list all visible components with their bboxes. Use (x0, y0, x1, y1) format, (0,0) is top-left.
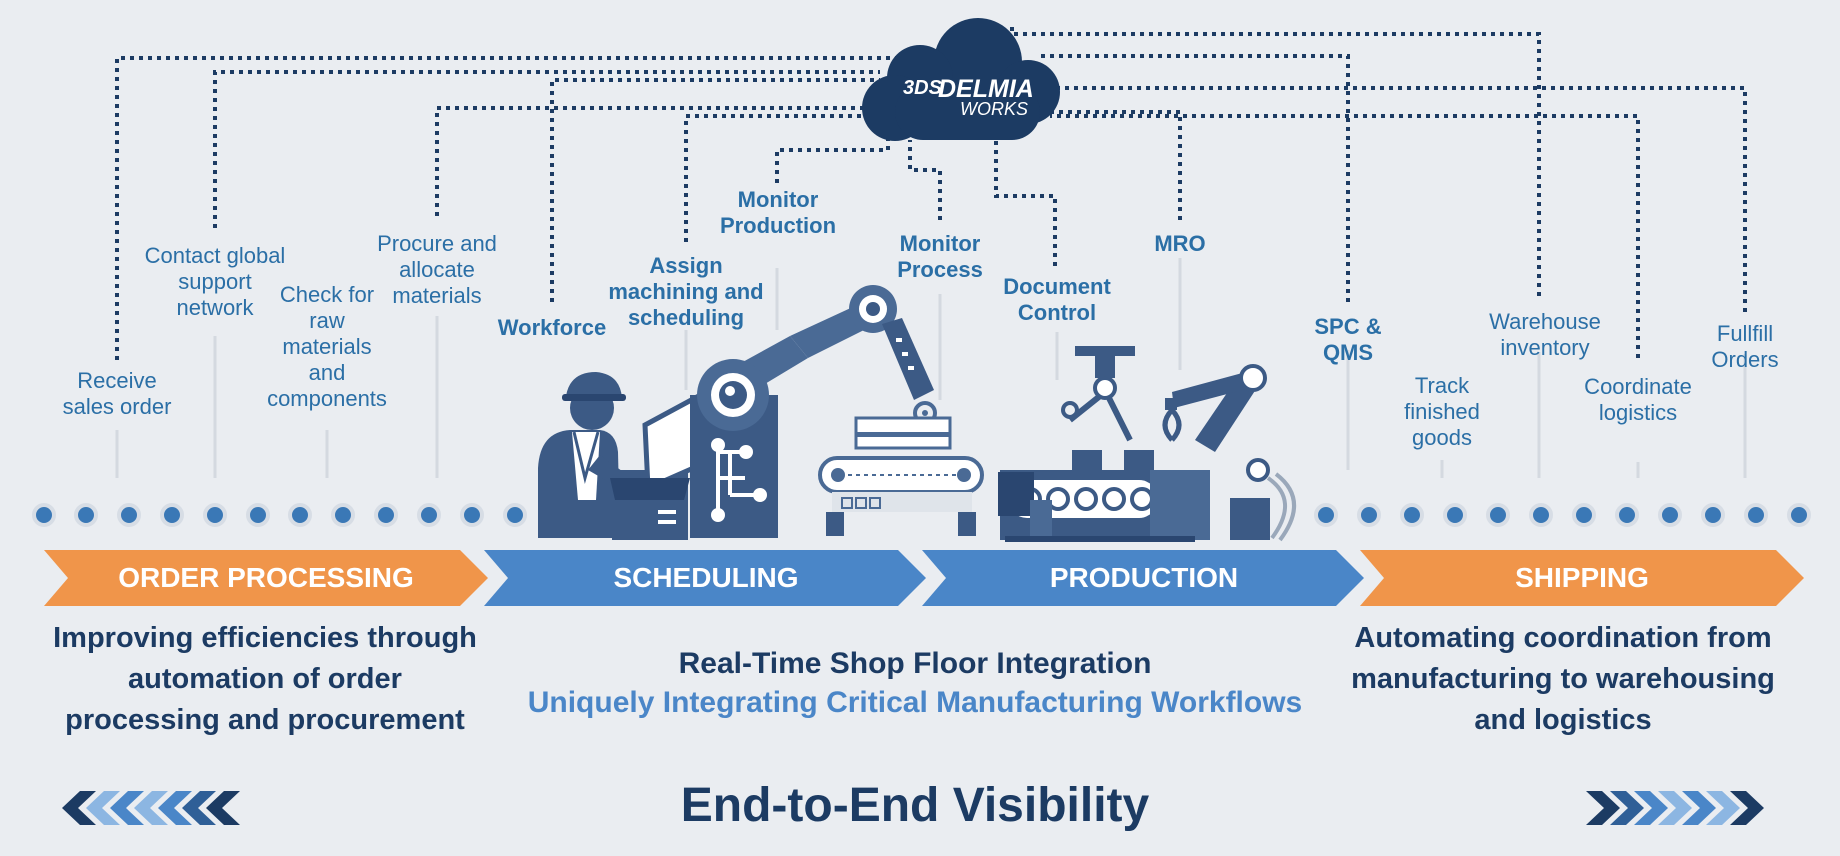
timeline-dot (1615, 503, 1639, 527)
label-monitor-production: Monitor Production (719, 187, 837, 238)
timeline-dot (503, 503, 527, 527)
label-fulfill-orders: Fullfill Orders (1711, 321, 1779, 372)
label-workforce: Workforce (497, 315, 607, 340)
phase-scheduling: SCHEDULING (613, 562, 799, 593)
logo-suffix: WORKS (960, 99, 1028, 119)
timeline-dot (203, 503, 227, 527)
label-track-finished-goods: Track finished goods (1404, 373, 1480, 450)
connector-line (1050, 114, 1640, 358)
timeline-dot (1658, 503, 1682, 527)
phase-shipping: SHIPPING (1515, 562, 1649, 593)
timeline-dot (117, 503, 141, 527)
timeline-dot (74, 503, 98, 527)
label-stems (115, 258, 1747, 478)
cloud-icon: 3DS DELMIA WORKS (862, 18, 1060, 141)
timeline-dot (1314, 503, 1338, 527)
center-subtitle: Uniquely Integrating Critical Manufactur… (527, 686, 1303, 719)
connector-line (684, 114, 890, 242)
connector-line (1050, 86, 1747, 312)
phase-arrows (44, 550, 1804, 606)
phase-arrow-order-processing (44, 550, 488, 606)
phase-arrow-scheduling (484, 550, 926, 606)
phase-production: PRODUCTION (1049, 562, 1239, 593)
timeline-dot (32, 503, 56, 527)
timeline-dot (1744, 503, 1768, 527)
end-to-end-visibility-title: End-to-End Visibility (680, 779, 1150, 832)
timeline-dot (1486, 503, 1510, 527)
timeline-dots (32, 503, 1811, 527)
chevrons-right-icon (1586, 791, 1764, 825)
logo-name: DELMIA (938, 75, 1034, 103)
cloud-connectors (115, 24, 1747, 360)
label-receive-sales-order: Receive sales order (62, 368, 172, 419)
logo-mark: 3DS (903, 77, 943, 99)
chevrons-left-icon (62, 791, 240, 825)
timeline-dot (1572, 503, 1596, 527)
timeline-dot (1529, 503, 1553, 527)
timeline-dot (1443, 503, 1467, 527)
label-check-raw-materials: Check for raw materials and components (267, 282, 387, 411)
production-line-icon (998, 346, 1296, 542)
timeline-dot (1357, 503, 1381, 527)
phase-order-processing: ORDER PROCESSING (118, 562, 414, 593)
robotic-arm-icon (690, 285, 934, 538)
timeline-dot (288, 503, 312, 527)
timeline-dot (331, 503, 355, 527)
timeline-dot (417, 503, 441, 527)
connector-line (1050, 110, 1182, 220)
label-spc-qms: SPC & QMS (1314, 314, 1382, 365)
blurb-order-processing: Improving efficiencies through automatio… (53, 622, 477, 736)
connector-line (908, 140, 942, 220)
worker-icon (538, 372, 648, 538)
connector-line (1040, 54, 1350, 302)
timeline-dot (374, 503, 398, 527)
connector-line (435, 106, 880, 216)
connector-line (213, 70, 880, 228)
label-assign-machining: Assign machining and scheduling (608, 253, 764, 330)
label-contact-global-support: Contact global support network (144, 243, 286, 320)
connector-line (1010, 24, 1541, 296)
timeline-dot (460, 503, 484, 527)
connector-line (550, 78, 880, 302)
label-document-control: Document Control (1003, 274, 1111, 325)
connector-line (775, 136, 890, 183)
timeline-dot (1787, 503, 1811, 527)
label-monitor-process: Monitor Process (897, 231, 983, 282)
conveyor-icon (818, 401, 984, 536)
phase-arrow-shipping (1360, 550, 1804, 606)
label-procure-allocate: Procure and allocate materials (377, 231, 497, 308)
blurb-shipping: Automating coordination from manufacturi… (1351, 622, 1775, 736)
timeline-dot (1400, 503, 1424, 527)
timeline-dot (1701, 503, 1725, 527)
timeline-dot (246, 503, 270, 527)
computer-terminal-icon (610, 393, 701, 540)
phase-arrow-production (922, 550, 1364, 606)
center-title: Real-Time Shop Floor Integration (678, 647, 1152, 680)
label-warehouse-inventory: Warehouse inventory (1489, 309, 1601, 360)
connector-line (115, 56, 900, 360)
label-mro: MRO (1154, 231, 1206, 256)
label-coordinate-logistics: Coordinate logistics (1584, 374, 1692, 425)
timeline-dot (160, 503, 184, 527)
connector-line (994, 140, 1057, 266)
